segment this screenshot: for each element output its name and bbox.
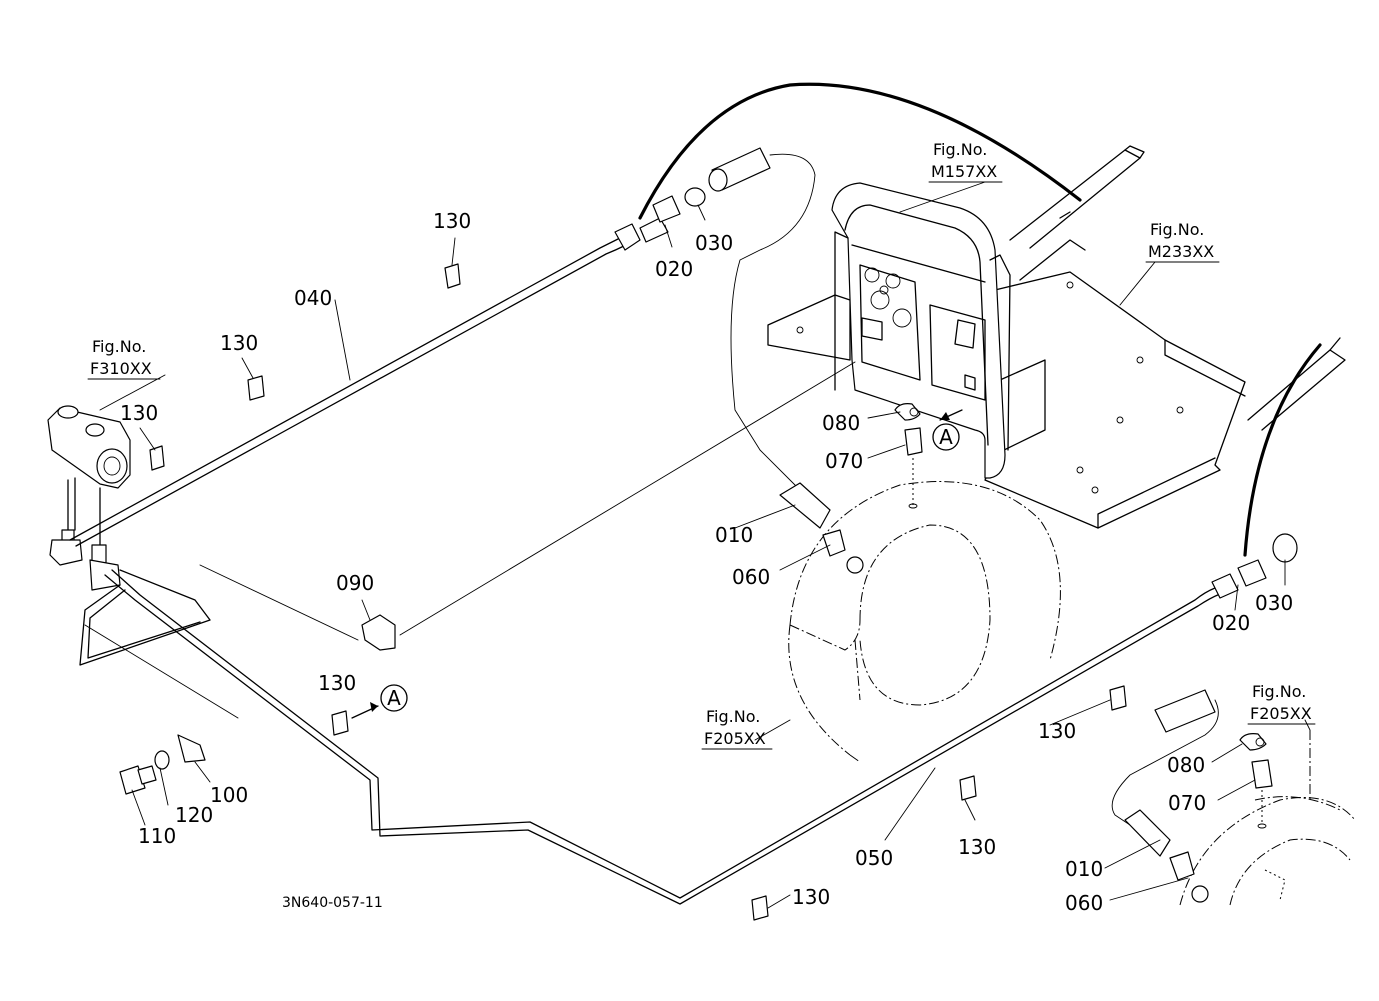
part-label-060: 060 <box>1065 891 1103 915</box>
fitting-010-060-left <box>779 482 864 574</box>
part-label-020: 020 <box>1212 611 1250 635</box>
part-label-060: 060 <box>732 565 770 589</box>
fig-ref-number: F310XX <box>90 359 152 378</box>
clip-130-group <box>149 263 1127 921</box>
valve-fittings <box>49 529 121 591</box>
fig-ref-heading: Fig.No. <box>706 707 760 726</box>
part-label-050: 050 <box>855 846 893 870</box>
part-label-030: 030 <box>1255 591 1293 615</box>
floor-plate <box>767 271 1246 529</box>
part-label-010: 010 <box>715 523 753 547</box>
part-label-070: 070 <box>1168 791 1206 815</box>
part-label-130: 130 <box>220 331 258 355</box>
fig-ref-number: F205XX <box>704 729 766 748</box>
fig-ref-f310: Fig.No. F310XX <box>87 337 161 380</box>
circle-marker-a-lower: A <box>380 684 408 712</box>
fig-ref-m233: Fig.No. M233XX <box>1145 220 1220 263</box>
part-label-130: 130 <box>792 885 830 909</box>
hose-right <box>1111 343 1322 826</box>
fig-ref-heading: Fig.No. <box>1150 220 1204 239</box>
diagram-code: 3N640-057-11 <box>282 895 383 911</box>
part-label-110: 110 <box>138 824 176 848</box>
right-tire-fender <box>1179 730 1356 906</box>
fig-ref-heading: Fig.No. <box>92 337 146 356</box>
part-label-080: 080 <box>822 411 860 435</box>
part-label-100: 100 <box>210 783 248 807</box>
arrow-to-a-lower <box>351 702 379 719</box>
bolt-110-washer-120-plate-100 <box>84 624 239 795</box>
part-label-070: 070 <box>825 449 863 473</box>
hose-left <box>638 82 1082 491</box>
left-tire-fender <box>788 481 1061 763</box>
leader-lines <box>99 181 1311 909</box>
part-label-130: 130 <box>433 209 471 233</box>
fig-ref-number: F205XX <box>1250 704 1312 723</box>
fitting-070-080-left <box>894 403 923 509</box>
arrow-to-a-upper <box>939 409 963 421</box>
part-label-130: 130 <box>120 401 158 425</box>
pipe-040 <box>69 217 669 547</box>
part-label-010: 010 <box>1065 857 1103 881</box>
part-label-040: 040 <box>294 286 332 310</box>
fig-ref-f205-right: Fig.No. F205XX <box>1247 682 1316 725</box>
fig-ref-number: M157XX <box>931 162 997 181</box>
part-label-120: 120 <box>175 803 213 827</box>
fig-ref-heading: Fig.No. <box>933 140 987 159</box>
part-label-130: 130 <box>1038 719 1076 743</box>
frame-rails <box>1009 145 1346 431</box>
pipe-050 <box>79 569 1239 905</box>
circle-marker-a-label: A <box>387 686 401 710</box>
part-label-080: 080 <box>1167 753 1205 777</box>
part-label-130: 130 <box>318 671 356 695</box>
clamp-090 <box>199 361 856 651</box>
circle-marker-a-upper: A <box>932 423 960 451</box>
dash-panel <box>831 182 1011 479</box>
circle-marker-a-label: A <box>939 425 953 449</box>
fig-ref-number: M233XX <box>1148 242 1214 261</box>
part-label-030: 030 <box>695 231 733 255</box>
fitting-010-060-right <box>1124 809 1209 903</box>
fig-ref-f205-left: Fig.No. F205XX <box>701 707 773 750</box>
part-label-090: 090 <box>336 571 374 595</box>
brake-valve-body <box>47 405 131 546</box>
fitting-070-080-right <box>1239 733 1273 829</box>
fig-ref-heading: Fig.No. <box>1252 682 1306 701</box>
part-label-130: 130 <box>958 835 996 859</box>
fig-ref-m157: Fig.No. M157XX <box>928 140 1003 183</box>
part-label-020: 020 <box>655 257 693 281</box>
